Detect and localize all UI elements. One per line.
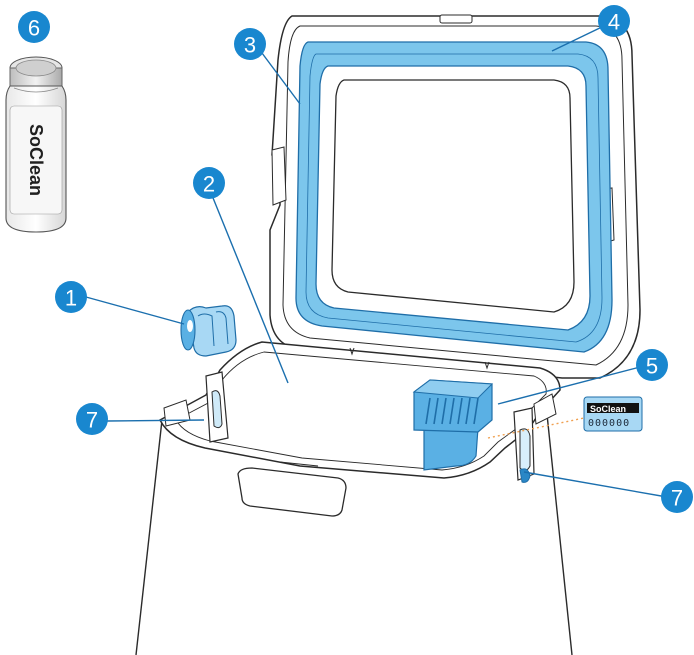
lid — [270, 15, 640, 378]
nozzle-cap — [181, 306, 236, 356]
callout-number: 1 — [65, 286, 77, 311]
callout-c5: 5 — [636, 349, 668, 381]
serial-label-brand: SoClean — [590, 404, 626, 414]
callout-c3: 3 — [234, 28, 266, 60]
bottle-brand: SoClean — [26, 124, 46, 196]
callout-number: 7 — [671, 486, 683, 511]
callout-number: 4 — [608, 10, 620, 35]
bottle: SoClean — [6, 57, 66, 232]
callout-c4: 4 — [598, 5, 630, 37]
callout-c2: 2 — [193, 167, 225, 199]
callout-number: 6 — [28, 16, 40, 41]
callout-number: 2 — [203, 172, 215, 197]
callout-number: 7 — [86, 408, 98, 433]
callout-c7b: 7 — [661, 481, 693, 513]
serial-label: SoClean 000000 — [584, 397, 642, 431]
callout-c1: 1 — [55, 281, 87, 313]
callout-c7a: 7 — [76, 403, 108, 435]
serial-number: 000000 — [588, 418, 630, 429]
callout-c6: 6 — [18, 11, 50, 43]
callout-number: 3 — [244, 33, 256, 58]
callout-number: 5 — [646, 354, 658, 379]
